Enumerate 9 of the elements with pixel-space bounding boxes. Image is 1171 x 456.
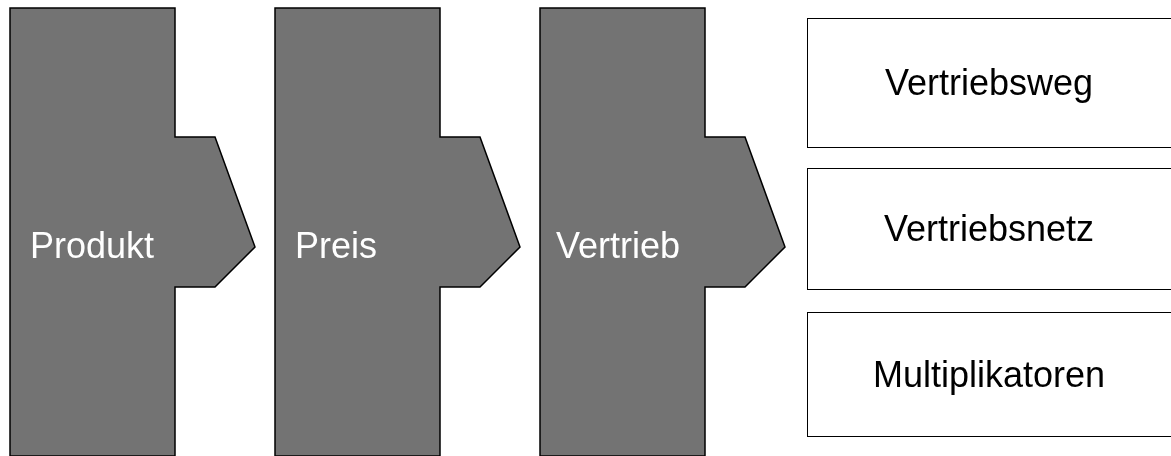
stage-label: Produkt (30, 225, 155, 267)
text-box (807, 312, 1171, 437)
box-label: Vertriebsnetz (883, 208, 1095, 250)
box-label: Vertriebsweg (884, 62, 1094, 104)
box-label: Multiplikatoren (872, 353, 1106, 396)
text-box (807, 168, 1171, 290)
stage-label: Preis (295, 225, 378, 267)
stage-label: Vertrieb (556, 225, 681, 267)
text-box (807, 18, 1171, 148)
